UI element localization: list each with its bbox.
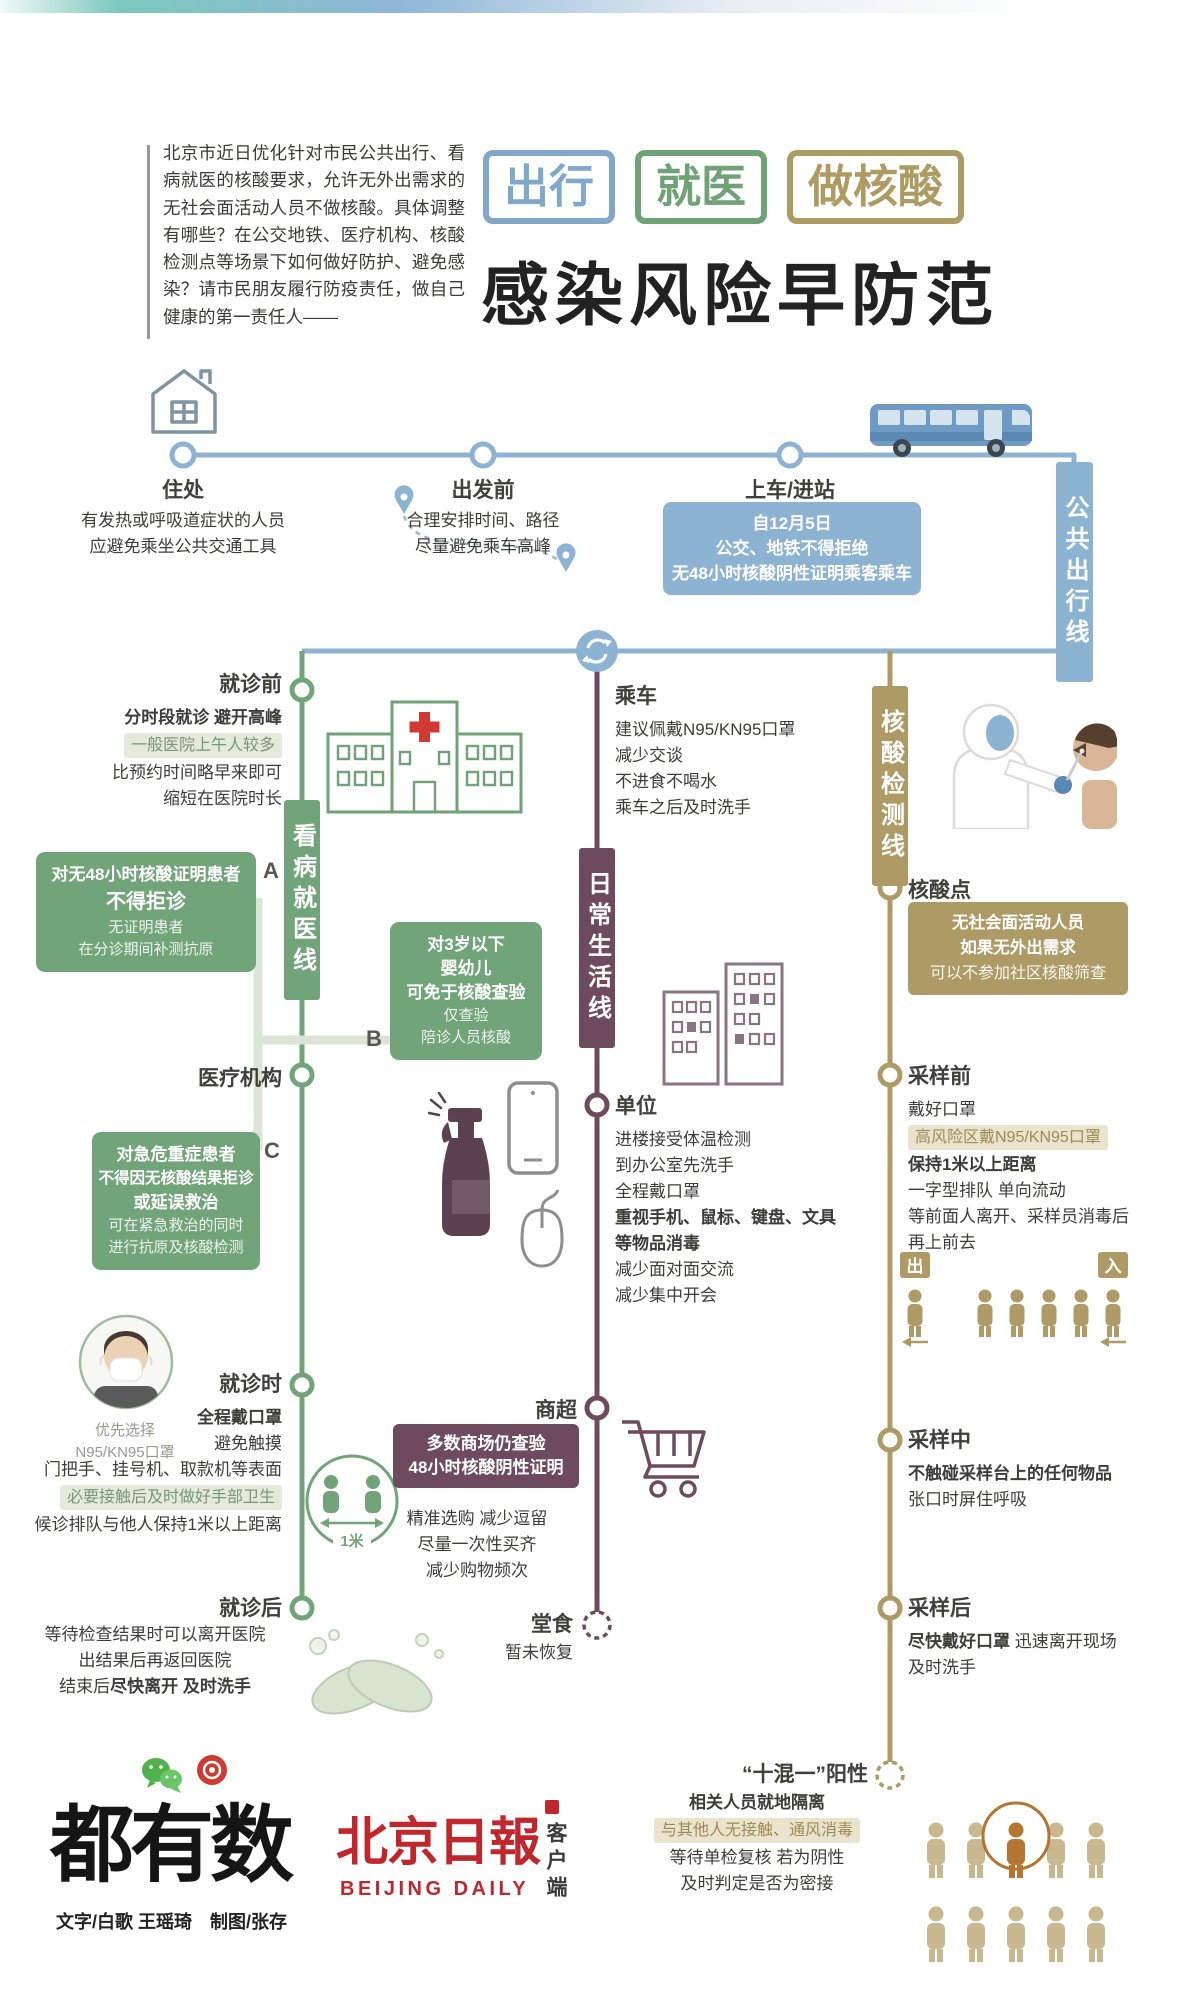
mouse-icon [520,1189,564,1268]
medical-org-title: 医疗机构 [198,1067,282,1090]
crowd-icon [927,1801,1105,1962]
queue-icon: 出 入 [900,1252,1128,1347]
test-site-title: 核酸点 [908,879,971,902]
badge-medical: 就医 [635,150,768,224]
stop-title-home: 住处 [162,479,204,502]
market-rule-box: 多数商场仍查验 48小时核酸阴性证明 [393,1424,579,1488]
medical-line-label: 看病就医线 [284,800,320,1000]
pre-visit-highlight: 一般医院上午人较多 [123,733,282,758]
mask-note: 优先选择 N95/KN95口罩 [75,1422,175,1461]
bus-icon [870,404,1032,457]
pre-visit-block: 就诊前 分时段就诊 避开高峰 一般医院上午人较多 比预约时间略早来即可 缩短在医… [112,673,282,808]
market-title: 商超 [535,1399,577,1422]
hospital-icon [326,700,523,814]
logo-beijing-daily-en: BEIJING DAILY [340,1878,530,1900]
tag-b: B [366,1026,382,1051]
mask-avatar-icon [78,1314,174,1410]
distance-1m-label: 1米 [340,1532,364,1550]
stop-title-depart: 出发前 [451,479,515,502]
top-gradient-bar [0,0,1180,13]
during-visit-block: 就诊时 全程戴口罩 避免触摸 门把手、挂号机、取款机等表面 必要接触后及时做好手… [34,1373,282,1534]
sampling-before-highlight: 高风险区戴N95/KN95口罩 [908,1125,1108,1150]
transit-line-label: 公共出行线 [1056,462,1093,682]
market-tips: 精准选购 减少逗留 尽量一次性买齐 减少购物频次 [406,1509,548,1580]
pooled-positive-title: “十混一”阳性 [742,1763,868,1786]
badge-test: 做核酸 [787,150,965,224]
eye-logo-icon [197,1755,227,1785]
shopping-cart-icon [622,1420,706,1498]
location-pin-icon [394,485,576,572]
spray-bottle-icon [428,1092,490,1236]
intro-paragraph: 北京市近日优化针对市民公共出行、看病就医的核酸要求，允许无外出需求的无社会面活动… [163,143,465,327]
depart-note: 合理安排时间、路径 尽量避免乘车高峰 [406,511,560,556]
sampling-during-block: 采样中 不触碰采样台上的任何物品 张口时屏住呼吸 [908,1429,1112,1509]
office-block: 单位 进楼接受体温检测 到办公室先洗手 全程戴口罩 重视手机、鼠标、键盘、文具 … [615,1095,836,1305]
title-badges: 出行 就医 做核酸 [483,150,965,224]
house-icon [151,369,217,434]
sampling-before-block: 采样前 戴好口罩 高风险区戴N95/KN95口罩 保持1米以上距离 一字型排队 … [908,1065,1129,1252]
main-title: 感染风险早防范 [481,258,1000,334]
rule-box-c: 对急危重症患者 不得因无核酸结果拒诊 或延误救治 可在紧急救治的同时 进行抗原及… [92,1132,260,1270]
test-site-box: 无社会面活动人员 如果无外出需求 可以不参加社区核酸筛查 [908,902,1128,995]
home-note: 有发热或呼吸道症状的人员 应避免乘坐公共交通工具 [81,511,285,556]
badge-travel: 出行 [483,150,616,224]
tag-a: A [263,858,279,883]
boarding-rule-box: 自12月5日 公交、地铁不得拒绝 无48小时核酸阴性证明乘客乘车 [663,502,921,595]
rule-box-a: 对无48小时核酸证明患者 不得拒诊 无证明患者 在分诊期间补测抗原 [36,852,256,972]
after-visit-title: 就诊后 [219,1597,282,1620]
stop-title-board: 上车/进站 [745,479,835,502]
handwashing-icon [309,1629,444,1715]
sampling-after-block: 采样后 尽快戴好口罩 迅速离开现场 及时洗手 [908,1597,1117,1677]
tag-c: C [264,1138,280,1163]
wechat-icon [142,1758,182,1793]
dinein-title: 堂食 [531,1613,573,1636]
logo-beijing-daily: 北京日報 [336,1815,541,1872]
credits: 文字/白歌 王瑶琦 制图/张存 [56,1912,288,1932]
test-line-label: 核酸检测线 [872,686,908,886]
pooled-positive-highlight: 与其他人无接触、通风消毒 [653,1818,860,1843]
enter-sign-label: 入 [1105,1257,1122,1276]
client-label: 客户端 [544,1822,567,1903]
distance-1m-icon: 1米 [305,1454,399,1550]
dinein-note: 暂未恢复 [505,1643,573,1662]
rule-box-b: 对3岁以下 婴幼儿 可免于核酸查验 仅查验 陪诊人员核酸 [390,922,542,1060]
phone-icon [507,1081,559,1175]
seal-icon [545,1800,559,1814]
logo-douyoushu: 都有数 [50,1800,294,1893]
intro-accent-bar [147,145,150,339]
office-buildings-icon [662,962,784,1086]
ride-block: 乘车 建议佩戴N95/KN95口罩 减少交谈 不进食不喝水 乘车之后及时洗手 [615,685,796,817]
swab-test-icon [952,703,1117,829]
after-visit-block: 等待检查结果时可以离开医院 出结果后再返回医院 结束后尽快离开 及时洗手 [44,1625,266,1696]
exit-sign-label: 出 [907,1256,924,1276]
pooled-positive-block: 相关人员就地隔离 与其他人无接触、通风消毒 等待单检复核 若为阴性 及时判定是否… [633,1790,881,1897]
transfer-icon [576,630,618,672]
during-visit-highlight: 必要接触后及时做好手部卫生 [59,1485,282,1510]
daily-line-label: 日常生活线 [579,848,615,1048]
